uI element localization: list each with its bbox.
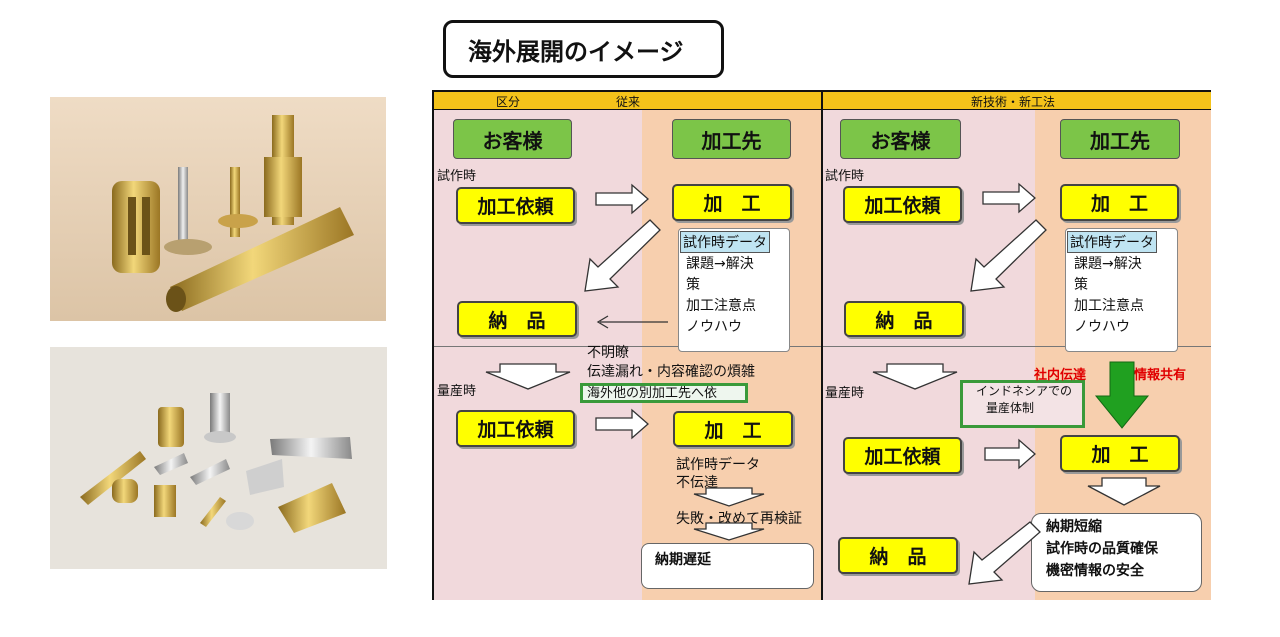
arrow-left-process-to-delivery [584, 219, 661, 292]
header-conventional: 従来 [616, 95, 641, 109]
page-title: 海外展開のイメージ [443, 20, 724, 78]
right-trial-label: 試作時 [825, 169, 865, 184]
left-delay-text: 納期遅延 [655, 552, 711, 568]
center-divider [821, 92, 823, 600]
right-data-line-3: 加工注意点 [1074, 298, 1144, 314]
right-indonesia-box [960, 380, 1085, 428]
right-info-share: 情報共有 [1134, 368, 1187, 383]
right-delivery-box: 納 品 [844, 301, 964, 337]
right-trial-data-title: 試作時データ [1067, 231, 1157, 253]
left-process-box: 加 工 [672, 184, 792, 221]
left-trial-data-title: 試作時データ [680, 231, 770, 253]
left-mass-process-box: 加 工 [673, 411, 793, 447]
right-indonesia-line-2: 量産体制 [986, 401, 1035, 415]
header-new-method: 新技術・新工法 [971, 95, 1056, 109]
left-fail-line-1: 試作時データ [676, 457, 760, 473]
right-benefit-3: 機密情報の安全 [1046, 563, 1144, 579]
right-benefit-1: 納期短縮 [1046, 519, 1102, 535]
right-benefit-2: 試作時の品質確保 [1046, 541, 1158, 557]
arrow-left-fail-down-2 [693, 522, 765, 541]
arrow-right-process-to-delivery [970, 219, 1047, 292]
right-processor-box: 加工先 [1060, 119, 1180, 159]
machined-brass-parts-photo [50, 97, 386, 321]
right-process-box: 加 工 [1060, 184, 1179, 221]
right-mass-label: 量産時 [825, 386, 865, 401]
arrow-right-process-down [1087, 477, 1161, 506]
right-delivery2-box: 納 品 [838, 537, 958, 574]
left-overseas-note: 海外他の別加工先へ依 [580, 383, 748, 403]
arrow-right-mass-down [872, 363, 958, 390]
left-data-line-2: 策 [686, 277, 700, 293]
left-mass-divider [434, 346, 821, 347]
right-benefits-box [1031, 513, 1202, 592]
left-data-line-4: ノウハウ [686, 319, 742, 335]
right-mass-divider [823, 346, 1211, 347]
right-mass-order-box: 加工依頼 [843, 437, 962, 474]
right-order-box: 加工依頼 [843, 186, 962, 223]
left-processor-box: 加工先 [672, 119, 791, 159]
green-down-arrow [1094, 361, 1150, 429]
precision-parts-illustration [50, 347, 387, 569]
right-data-line-2: 策 [1074, 277, 1088, 293]
brass-parts-illustration [50, 97, 386, 321]
right-mass-process-box: 加 工 [1060, 435, 1180, 472]
header-kubun: 区分 [496, 95, 521, 109]
arrow-right-order-to-process [982, 182, 1036, 214]
left-delivery-box: 納 品 [457, 301, 577, 337]
arrow-left-order-to-process [595, 183, 649, 215]
left-issue-line-2: 伝達漏れ・内容確認の煩雑 [587, 364, 755, 380]
right-internal-transfer: 社内伝達 [1034, 368, 1087, 383]
arrow-left-fail-down-1 [693, 487, 765, 507]
left-data-line-3: 加工注意点 [686, 298, 756, 314]
left-trial-label: 試作時 [437, 169, 477, 184]
right-data-line-4: ノウハウ [1074, 319, 1130, 335]
right-data-line-1: 課題→解決 [1074, 256, 1142, 272]
right-customer-box: お客様 [840, 119, 961, 159]
left-data-line-1: 課題→解決 [686, 256, 754, 272]
left-customer-box: お客様 [453, 119, 572, 159]
arrow-left-mass-down [485, 363, 571, 390]
precision-parts-photo [50, 347, 387, 569]
left-order-box: 加工依頼 [456, 187, 575, 224]
arrow-right-benefits-to-delivery [968, 521, 1041, 585]
left-mass-label: 量産時 [437, 384, 477, 399]
arrow-right-mass-order-to-process [984, 438, 1036, 470]
arrow-left-mass-order-to-process [595, 408, 649, 440]
left-issue-line-1: 不明瞭 [587, 345, 629, 361]
left-fail-line-2: 不伝達 [676, 475, 718, 491]
left-delay-box [641, 543, 814, 589]
right-indonesia-line-1: インドネシアでの [976, 384, 1073, 398]
left-mass-order-box: 加工依頼 [456, 410, 575, 447]
